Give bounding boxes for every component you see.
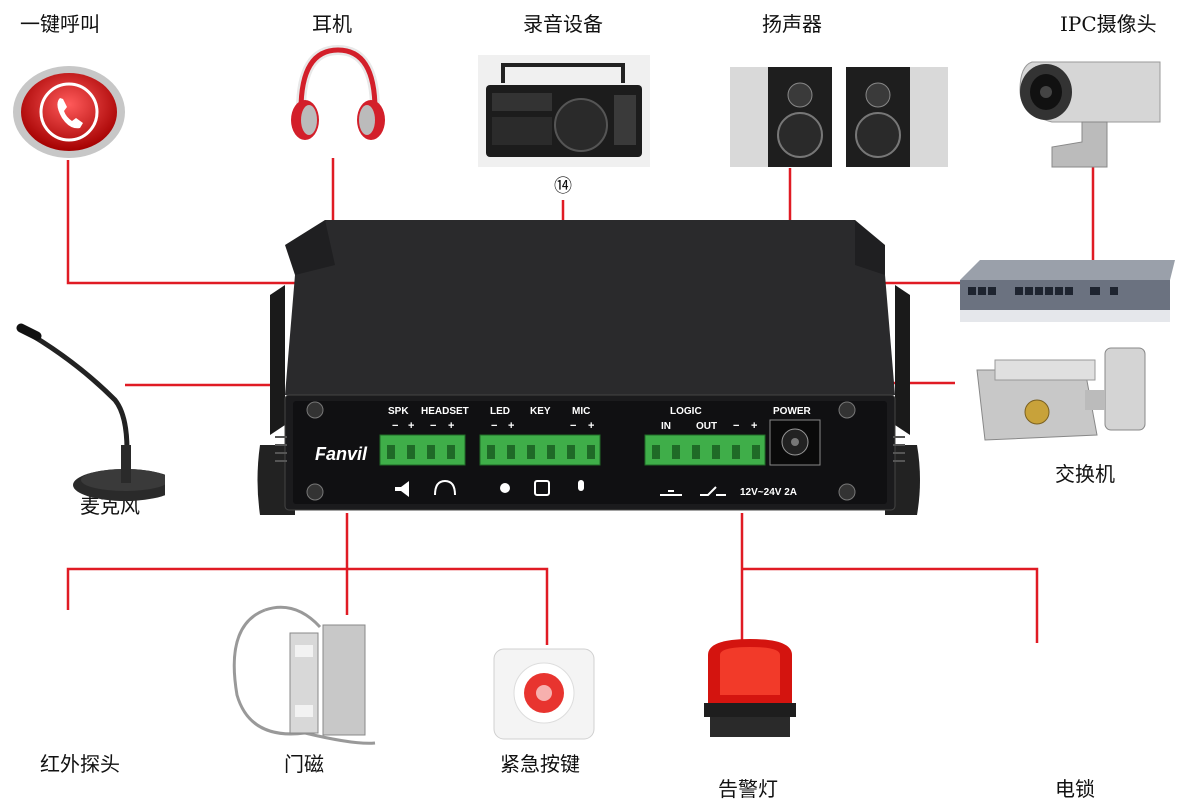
port-label-headset: HEADSET bbox=[421, 406, 469, 417]
mic-icon bbox=[578, 480, 584, 491]
label-ipc-camera: IPC摄像头 bbox=[1060, 12, 1157, 36]
label-headphones: 耳机 bbox=[312, 12, 352, 36]
label-alarm-light: 告警灯 bbox=[718, 777, 778, 801]
lock-device-icon bbox=[976, 347, 1146, 441]
emergency-button-icon bbox=[493, 648, 595, 740]
led-icon bbox=[500, 483, 510, 493]
switch-icon bbox=[960, 260, 1175, 322]
port-label-spk: SPK bbox=[388, 406, 409, 417]
label-infrared-probe: 红外探头 bbox=[40, 752, 120, 776]
port-label-key: KEY bbox=[530, 406, 551, 417]
marker-14: ⑭ bbox=[554, 176, 572, 197]
polarity-minus: − bbox=[570, 420, 576, 432]
wire-one-key-call bbox=[66, 160, 300, 285]
ipc-camera-icon bbox=[1019, 61, 1161, 168]
alarm-light-icon bbox=[704, 639, 796, 737]
headphones-icon bbox=[291, 44, 385, 140]
power-rating: 12V~24V 2A bbox=[740, 487, 797, 498]
port-label-out: OUT bbox=[696, 421, 717, 432]
polarity-plus: + bbox=[408, 420, 414, 432]
polarity-minus: − bbox=[491, 420, 497, 432]
label-emergency-button: 紧急按键 bbox=[500, 752, 580, 776]
one-key-call-icon bbox=[13, 66, 125, 158]
port-label-power: POWER bbox=[773, 406, 812, 417]
label-door-magnet: 门磁 bbox=[284, 752, 324, 776]
label-one-key-call: 一键呼叫 bbox=[20, 12, 100, 36]
logic-out-icon bbox=[700, 486, 726, 496]
logic-in-icon bbox=[660, 490, 682, 496]
port-label-logic: LOGIC bbox=[670, 406, 702, 417]
label-speakers: 扬声器 bbox=[762, 12, 822, 36]
headset-icon bbox=[434, 479, 456, 496]
polarity-minus: − bbox=[430, 420, 436, 432]
label-switch: 交换机 bbox=[1055, 462, 1115, 486]
speakers-icon bbox=[730, 67, 948, 167]
polarity-plus: + bbox=[588, 420, 594, 432]
key-icon bbox=[534, 480, 550, 496]
polarity-minus: − bbox=[733, 420, 739, 432]
label-electric-lock: 电锁 bbox=[1055, 777, 1095, 801]
recorder-icon bbox=[478, 55, 650, 167]
speaker-icon bbox=[395, 481, 409, 497]
label-recorder: 录音设备 bbox=[523, 12, 603, 36]
fanvil-device: Fanvil SPK HEADSET LED KEY MIC LOGIC IN … bbox=[257, 220, 920, 515]
polarity-plus: + bbox=[508, 420, 514, 432]
terminal-block-logic bbox=[644, 434, 766, 466]
port-label-in: IN bbox=[661, 421, 671, 432]
polarity-plus: + bbox=[448, 420, 454, 432]
wire-electric-lock bbox=[742, 567, 1039, 643]
brand-logo: Fanvil bbox=[315, 444, 368, 464]
polarity-minus: − bbox=[392, 420, 398, 432]
polarity-plus: + bbox=[751, 420, 757, 432]
door-magnet-icon bbox=[232, 605, 376, 745]
microphone-icon bbox=[16, 323, 165, 501]
wire-infrared-probe bbox=[66, 567, 549, 645]
port-label-led: LED bbox=[490, 406, 510, 417]
port-label-mic: MIC bbox=[572, 406, 590, 417]
terminal-block-led-key-mic bbox=[479, 434, 601, 466]
